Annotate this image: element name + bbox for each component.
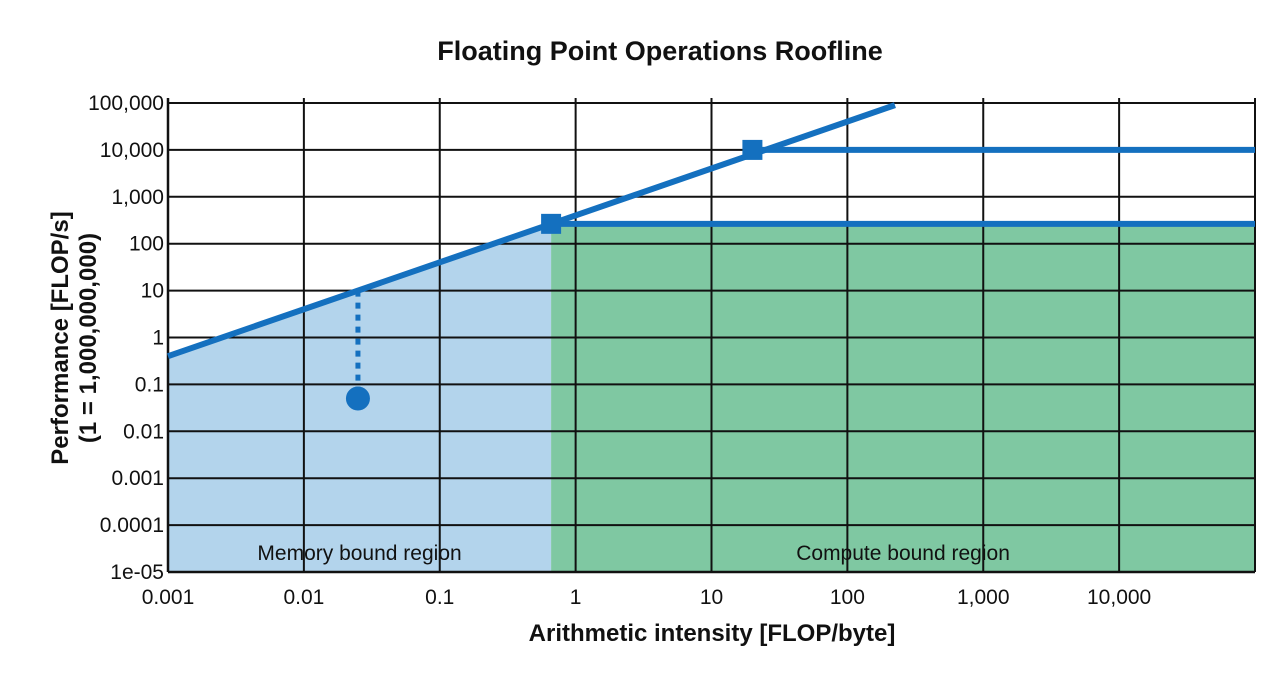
y-tick-label: 100,000 [88,92,164,115]
region-labels: Memory bound region Compute bound region [257,542,1009,565]
compute-region-label: Compute bound region [796,542,1010,565]
x-axis-label: Arithmetic intensity [FLOP/byte] [529,620,896,647]
y-tick-label: 0.1 [135,373,164,396]
y-tick-label: 100 [129,233,164,256]
y-tick-label: 1 [152,327,164,350]
x-tick-label: 0.01 [283,586,324,609]
series [167,102,1255,411]
y-axis-label-line1: Performance [FLOP/s] [47,211,74,464]
y-axis-label-line2: (1 = 1,000,000,000) [75,233,102,443]
y-tick-label: 10,000 [100,139,164,162]
x-tick-label: 10,000 [1087,586,1151,609]
x-tick-label: 100 [830,586,865,609]
memory-region-label: Memory bound region [257,542,461,565]
regions [168,223,1255,572]
y-tick-label: 10 [141,280,164,303]
y-tick-label: 1e-05 [110,561,164,584]
compute-bound-region [551,223,1255,572]
y-tick-label: 0.001 [111,467,164,490]
y-tick-label: 0.0001 [100,514,164,537]
x-tick-label: 1 [570,586,582,609]
y-tick-label: 0.01 [123,420,164,443]
x-tick-label: 1,000 [957,586,1010,609]
y-tick-label: 1,000 [111,186,164,209]
x-tick-label: 0.1 [425,586,454,609]
x-tick-label: 10 [700,586,723,609]
ridge-point-marker [541,213,562,234]
ridge-point-marker [742,139,763,160]
tick-labels: 0.001 0.01 0.1 1 10 100 1,000 10,000 1e-05 0.0001… [88,92,1151,609]
kernel-point [345,386,370,411]
x-tick-label: 0.001 [142,586,195,609]
chart-title: Floating Point Operations Roofline [437,36,883,66]
grid [166,98,1256,574]
